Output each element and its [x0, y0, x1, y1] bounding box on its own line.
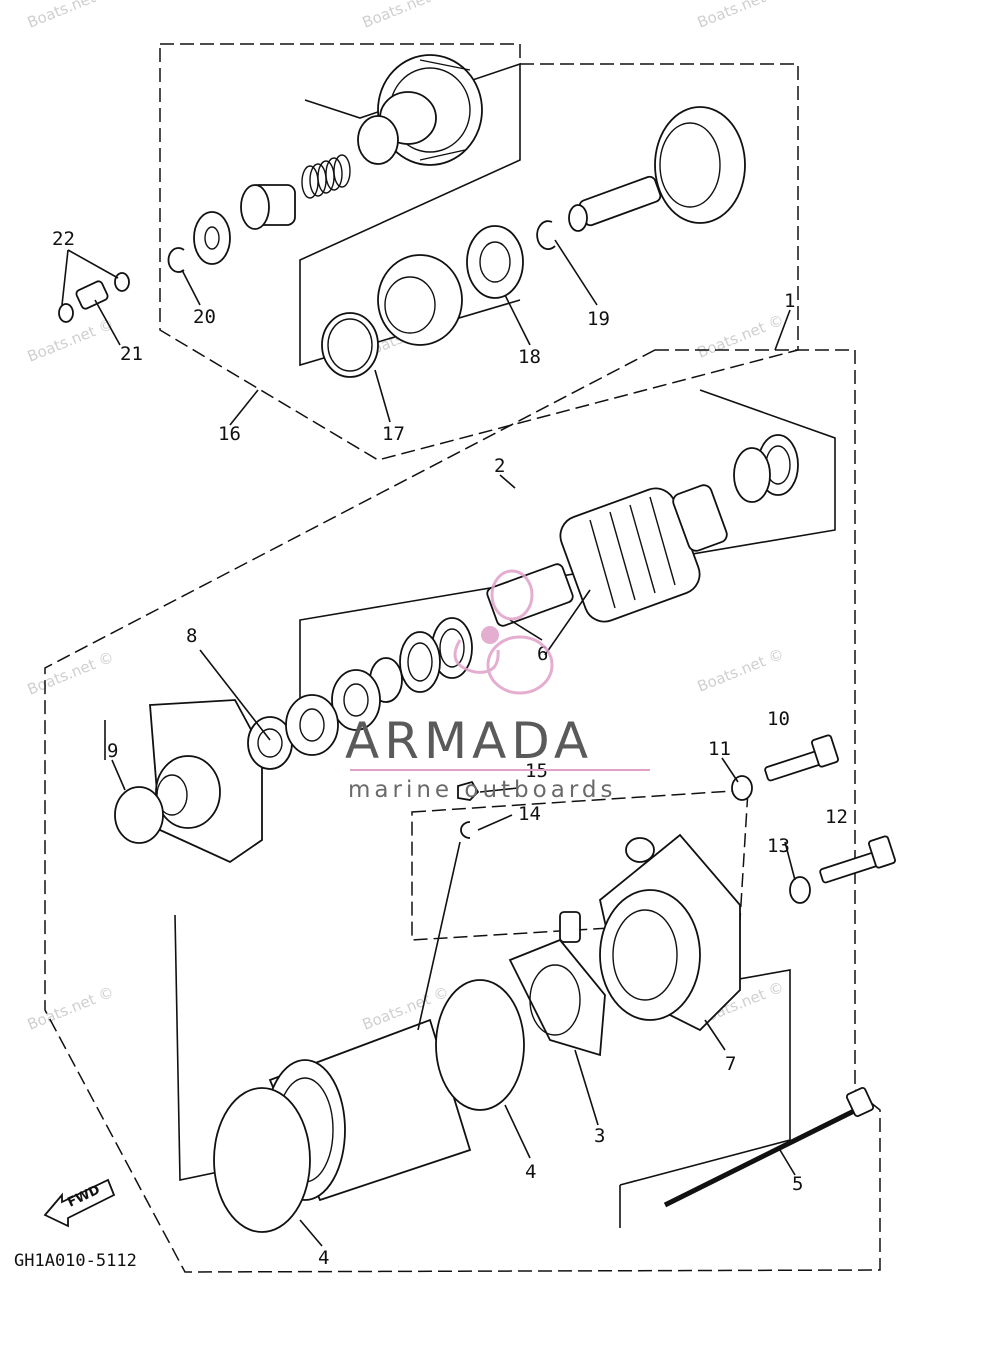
- watermark: Boats.net ©: [25, 648, 117, 699]
- brand-name: ARMADA: [345, 712, 593, 770]
- rear-cover-7: [599, 833, 741, 1032]
- circlip-20: [167, 247, 185, 273]
- fwd-arrow-icon: FWD: [43, 1178, 116, 1228]
- part-label: 9: [107, 740, 118, 762]
- part-label: 10: [767, 708, 790, 730]
- part-label: 6: [537, 643, 548, 665]
- gasket-4: [213, 1087, 311, 1233]
- washer-14: [460, 821, 471, 839]
- part-label: 4: [318, 1247, 329, 1269]
- armature: [486, 484, 728, 627]
- part-label: 22: [52, 228, 75, 250]
- brand-mark-icon: [453, 569, 554, 695]
- part-label: 4: [525, 1161, 536, 1183]
- circlip-19: [536, 220, 556, 250]
- watermark: Boats.net ©: [695, 645, 787, 696]
- part-label: 2: [494, 455, 505, 477]
- front-cover: [149, 699, 263, 864]
- watermark: Boats.net ©: [25, 983, 117, 1034]
- part-label: 5: [792, 1173, 803, 1195]
- part-labels: 22 21 20 16 17 18 19 1 2 6 8 9 15 14 11 …: [52, 228, 848, 1269]
- part-label: 14: [518, 803, 541, 825]
- part-label: 20: [193, 306, 216, 328]
- assembly-frame-16: [159, 43, 799, 461]
- brand-tagline: marine outboards: [348, 777, 616, 803]
- bolt-10: [764, 734, 839, 782]
- watermark: Boats.net ©: [695, 0, 787, 32]
- bolt-set-21-22: [58, 272, 130, 323]
- bolt-12: [819, 835, 896, 884]
- watermark: Boats.net ©: [695, 311, 787, 362]
- through-bolt-5: [663, 1086, 875, 1208]
- gear-housing-17: [321, 254, 463, 378]
- part-label: 19: [587, 308, 610, 330]
- part-label: 3: [594, 1125, 605, 1147]
- o-ring-9: [114, 786, 164, 844]
- brush-holder-3: [508, 911, 606, 1057]
- pinion-clutch-housing: [357, 54, 483, 166]
- pinion-gear: [240, 184, 296, 230]
- part-label: 12: [825, 806, 848, 828]
- stopper-washer: [193, 211, 231, 265]
- part-label: 18: [518, 346, 541, 368]
- washer-set-2: [733, 434, 799, 503]
- spring: [301, 154, 351, 199]
- washer-11: [731, 775, 753, 801]
- bearing-8: [247, 694, 339, 770]
- assembly-frame-1: [44, 349, 881, 1273]
- part-label: 1: [784, 290, 795, 312]
- part-label: 13: [767, 835, 790, 857]
- washer-13: [789, 876, 811, 904]
- watermark: Boats.net ©: [25, 315, 117, 366]
- yoke-assembly: [264, 979, 525, 1202]
- diagram-code: GH1A010-5112: [14, 1251, 137, 1271]
- planet-shaft: [568, 106, 746, 232]
- watermark: Boats.net ©: [360, 0, 452, 32]
- brush-plate-washer: [331, 669, 381, 731]
- armada-logo: ARMADA marine outboards: [345, 569, 650, 803]
- leader-lines: [61, 239, 796, 1247]
- part-label: 8: [186, 625, 197, 647]
- nut-15: [457, 780, 480, 801]
- part-label: 17: [382, 423, 405, 445]
- plate-18: [466, 225, 524, 299]
- part-label: 16: [218, 423, 241, 445]
- watermark: Boats.net ©: [25, 0, 117, 32]
- part-label: 11: [708, 738, 731, 760]
- part-label: 21: [120, 343, 143, 365]
- part-label: 7: [725, 1053, 736, 1075]
